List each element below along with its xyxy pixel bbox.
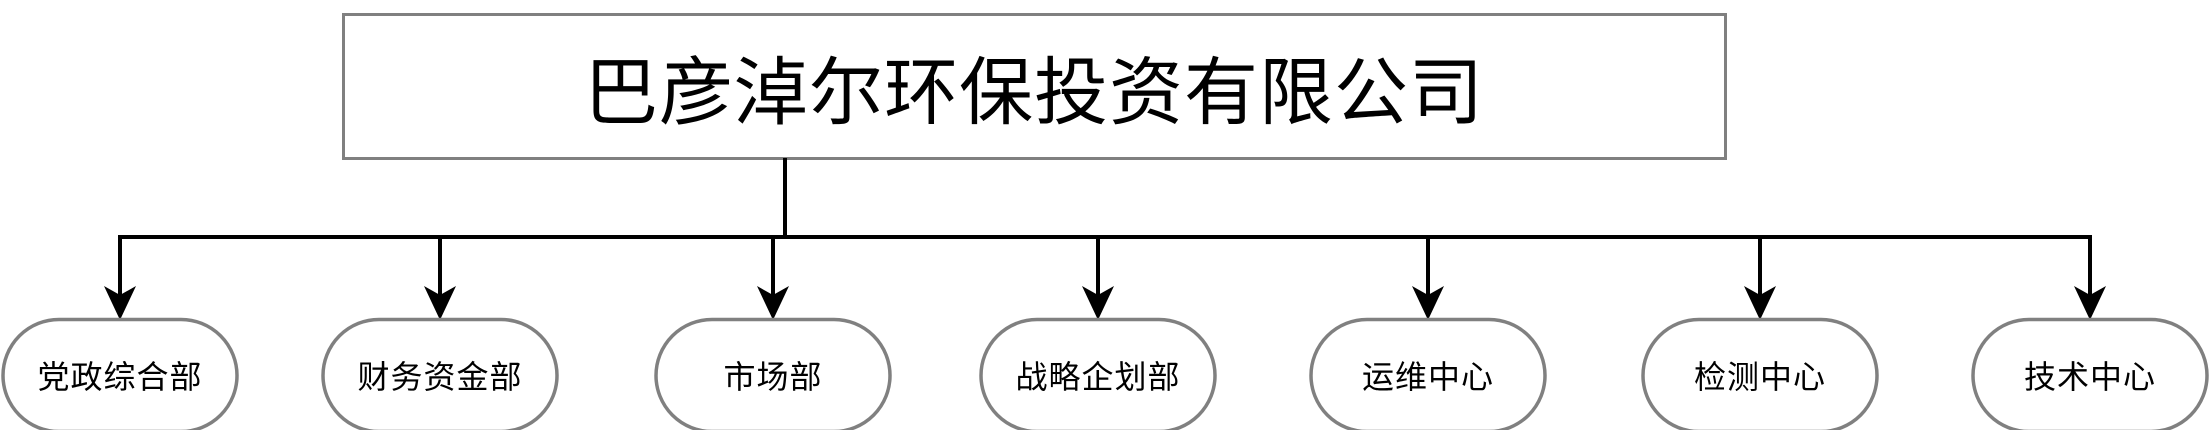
arrowhead-4 — [1082, 286, 1114, 320]
arrowhead-6 — [1744, 286, 1776, 320]
child-node-box-7[interactable] — [1971, 317, 2209, 430]
child-node-box-4[interactable] — [979, 317, 1217, 430]
child-node-box-6[interactable] — [1641, 317, 1879, 430]
arrowhead-2 — [424, 286, 456, 320]
child-node-box-3[interactable] — [654, 317, 892, 430]
arrowhead-1 — [104, 286, 136, 320]
arrowhead-5 — [1412, 286, 1444, 320]
root-node-box[interactable] — [342, 13, 1727, 160]
arrowhead-7 — [2074, 286, 2106, 320]
child-node-box-5[interactable] — [1309, 317, 1547, 430]
arrowhead-3 — [757, 286, 789, 320]
child-node-box-1[interactable] — [1, 317, 239, 430]
child-node-box-2[interactable] — [321, 317, 559, 430]
